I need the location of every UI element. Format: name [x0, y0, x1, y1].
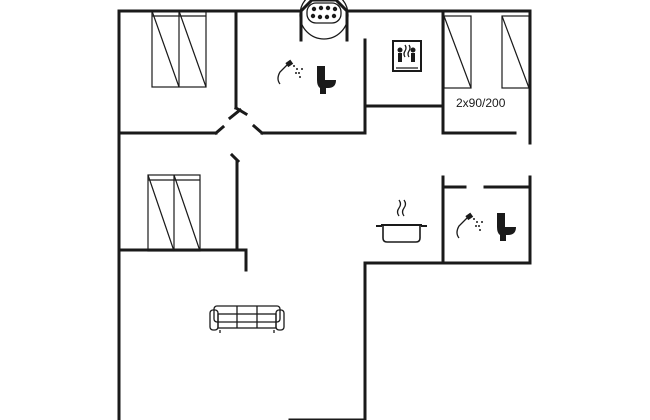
bed-icon [147, 174, 201, 252]
shower-icon [277, 59, 303, 85]
bed-size-label: 2x90/200 [456, 96, 506, 110]
sauna-icon [392, 40, 422, 72]
shower-icon [456, 212, 483, 239]
interior-walls [117, 9, 532, 420]
toilet-icon [497, 213, 516, 241]
sofa-icon [209, 305, 285, 333]
bay-window [298, 0, 350, 42]
outer-walls [117, 9, 532, 420]
toilet-icon [317, 66, 336, 94]
whirlpool-icon [299, 0, 349, 40]
cooking-pot-icon [376, 199, 427, 243]
bed-icon [151, 10, 207, 88]
bed-icon [443, 15, 530, 89]
